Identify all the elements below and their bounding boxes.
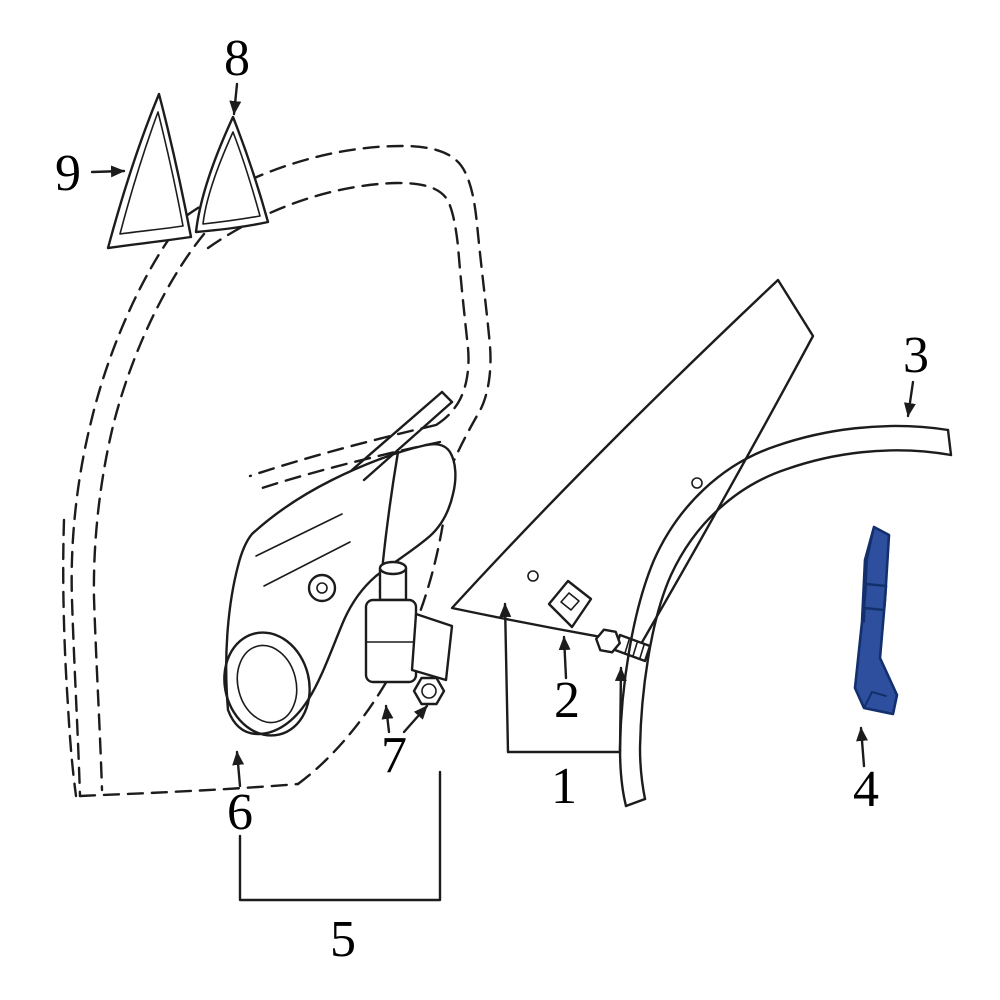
glass-outline: [450, 278, 815, 646]
callout-6: 6: [227, 750, 253, 841]
run-channel-inner: [638, 449, 953, 801]
callout-3-label: 3: [903, 327, 929, 384]
regulator-carrier-panel: [223, 390, 457, 737]
door-left-edge-outer: [70, 214, 188, 798]
callout-7-label: 7: [381, 727, 407, 784]
bolt-thread-1: [624, 639, 630, 654]
callout-9-arrow: [90, 165, 126, 178]
panel-rib-2: [263, 541, 351, 587]
callout-6-arrow: [232, 750, 245, 788]
callout-5-bracket: [238, 770, 442, 902]
regulator-motor-assembly: [364, 560, 454, 706]
speaker-hole: [223, 631, 311, 737]
corner-cover-inner-outline: [194, 115, 270, 234]
motor-nut-hole: [421, 683, 437, 699]
bolt-head: [595, 628, 621, 654]
motor-side-plate: [410, 612, 454, 682]
door-bottom-edge: [78, 782, 300, 798]
window-frame-outer: [184, 144, 492, 474]
callout-2: 2: [554, 635, 580, 729]
window-frame-inner: [206, 181, 470, 427]
door-sill-line: [248, 423, 438, 478]
callouts: 8 9 3 4 2 1 6 7: [55, 30, 929, 968]
callout-1-label: 1: [551, 758, 577, 815]
callout-3: 3: [903, 327, 929, 418]
callout-9-label: 9: [55, 145, 81, 202]
door-hinge-edge: [62, 518, 78, 798]
glass-clip: [547, 579, 593, 629]
callout-8: 8: [224, 30, 250, 116]
corner-cover-outer: [106, 92, 193, 250]
corner-cover-outer-inner-line: [119, 111, 184, 235]
panel-pivot-inner: [316, 582, 328, 594]
glass-mount-hole-1: [527, 570, 539, 582]
door-glass: [450, 278, 815, 646]
callout-5: 5: [238, 770, 442, 968]
glass-clip-hole: [560, 592, 580, 611]
glass-bolt: [595, 628, 652, 663]
motor-nut: [412, 676, 446, 706]
panel-pivot-outer: [307, 573, 337, 603]
callout-7: 7: [381, 704, 429, 784]
callout-8-label: 8: [224, 30, 250, 87]
callout-3-arrow: [903, 380, 916, 418]
glass-clip-outline: [547, 579, 593, 629]
callout-9: 9: [55, 145, 126, 202]
callout-2-arrow: [558, 635, 571, 680]
callout-6-label: 6: [227, 784, 253, 841]
callout-1-arrow-left: [499, 602, 512, 754]
guide-channel-body: [853, 525, 899, 716]
glass-mount-hole-2: [691, 477, 703, 489]
bolt-thread-3: [639, 644, 645, 659]
run-channel-cap-bottom: [624, 797, 647, 808]
bolt-thread-2: [632, 642, 638, 657]
panel-rib-1: [255, 513, 343, 557]
guide-channel-highlighted: [853, 525, 899, 716]
callout-4: 4: [853, 726, 879, 818]
callout-4-arrow: [856, 726, 869, 768]
corner-cover-inner-inner-line: [202, 131, 261, 225]
speaker-hole-outer: [223, 631, 311, 737]
run-channel-cap-top: [946, 428, 953, 457]
regulator-arm-2: [362, 400, 454, 482]
callout-1: 1: [499, 602, 627, 815]
callout-2-label: 2: [554, 672, 580, 729]
callout-5-label: 5: [330, 911, 356, 968]
door-left-edge-inner: [92, 232, 206, 792]
callout-7-arrow-right: [402, 704, 429, 734]
callout-8-arrow: [229, 82, 242, 116]
regulator-arm-1: [350, 390, 444, 472]
motor-body: [364, 598, 418, 684]
corner-cover-outer-outline: [106, 92, 193, 250]
callout-1-arrow-right: [614, 666, 627, 754]
guide-channel-foot-line: [863, 690, 887, 709]
callout-4-label: 4: [853, 761, 879, 818]
motor-cylinder-top: [378, 560, 408, 576]
speaker-hole-inner: [236, 644, 298, 724]
callout-7-arrow-left: [381, 704, 394, 734]
regulator-arm-cap: [440, 390, 454, 404]
corner-cover-inner: [194, 115, 270, 234]
guide-channel-tab: [862, 582, 888, 612]
